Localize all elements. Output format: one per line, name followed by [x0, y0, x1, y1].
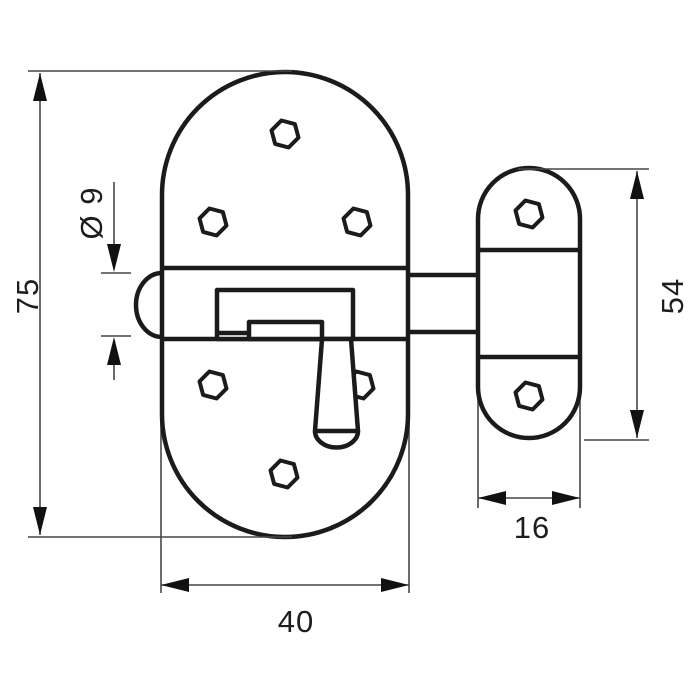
dim-label-plate-height: 75 — [10, 278, 45, 314]
bolt-handle-cap — [312, 430, 361, 450]
dim-label-bolt-diameter: Ø 9 — [74, 187, 109, 240]
arrow-down-diameter — [107, 244, 121, 272]
arrow-up-54 — [630, 171, 644, 199]
arrow-down-54 — [630, 410, 644, 438]
dimension-arrowheads — [33, 73, 644, 592]
keeper-plate — [475, 165, 583, 441]
arrow-left-16 — [478, 491, 506, 505]
arrow-up-diameter — [107, 337, 121, 365]
bolt-tip-round-end — [133, 270, 163, 340]
arrow-right-16 — [552, 491, 580, 505]
arrow-up-75 — [33, 73, 47, 101]
dim-label-keeper-height: 54 — [655, 278, 690, 314]
bolt-handle — [312, 336, 361, 434]
dimension-labels: 75 Ø 9 54 40 16 — [10, 187, 690, 639]
arrow-right-40 — [381, 578, 409, 592]
dim-label-keeper-width: 16 — [514, 510, 550, 545]
dim-label-plate-width: 40 — [278, 604, 314, 639]
arrow-left-40 — [161, 578, 189, 592]
slide-knob-base — [246, 319, 325, 342]
arrow-down-75 — [33, 507, 47, 535]
latch-parts — [133, 69, 583, 540]
